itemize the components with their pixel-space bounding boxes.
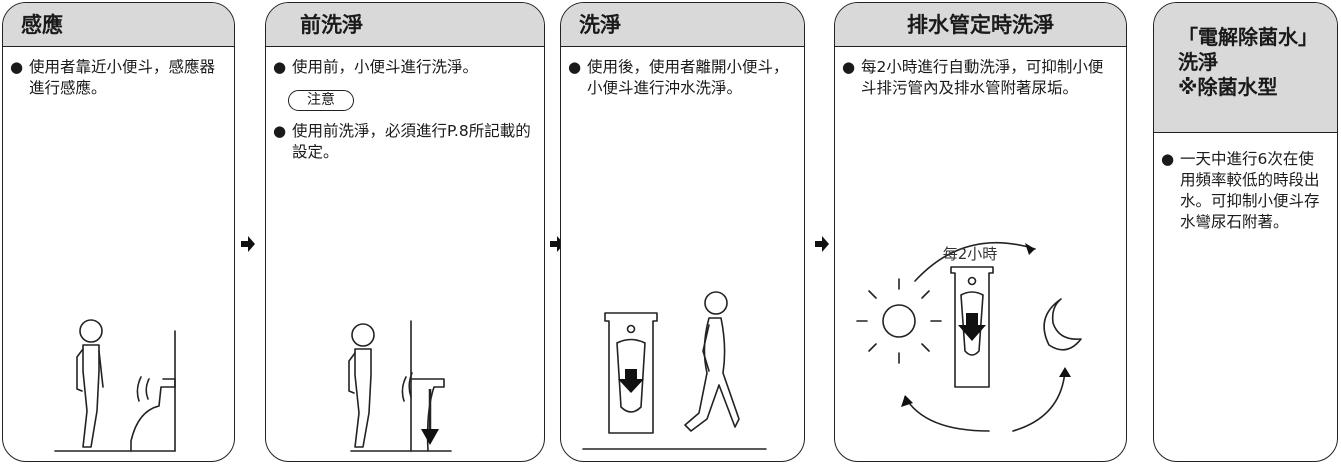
right-arrow-icon bbox=[815, 236, 829, 252]
step-title-line: 「電解除菌水」 bbox=[1178, 25, 1318, 49]
step-title: 洗淨 bbox=[561, 3, 804, 47]
right-arrow-icon bbox=[241, 236, 255, 252]
step-description: 每2小時進行自動洗淨，可抑制小便斗排污管內及排水管附著尿垢。 bbox=[842, 57, 1118, 99]
step-panel-pre-flush: 前洗淨 使用前，小便斗進行洗淨。 注意 使用前洗淨，必須進行P.8所記載的設定。 bbox=[265, 2, 545, 462]
step-panel-flush: 洗淨 使用後，使用者離開小便斗，小便斗進行沖水洗淨。 bbox=[560, 2, 805, 462]
step-body: 使用前，小便斗進行洗淨。 注意 使用前洗淨，必須進行P.8所記載的設定。 bbox=[266, 47, 544, 163]
step-body: 使用者靠近小便斗，感應器進行感應。 bbox=[3, 47, 234, 99]
step-description: 一天中進行6次在使用頻率較低的時段出水。可抑制小便斗存水彎尿石附著。 bbox=[1161, 149, 1329, 233]
step-title: 排水管定時洗淨 bbox=[835, 3, 1126, 47]
step-body: 每2小時進行自動洗淨，可抑制小便斗排污管內及排水管附著尿垢。 bbox=[835, 47, 1126, 99]
step-title: 「電解除菌水」 洗淨 ※除菌水型 bbox=[1154, 3, 1337, 133]
step-description: 使用前，小便斗進行洗淨。 bbox=[273, 57, 536, 78]
person-approaching-urinal-illustration bbox=[54, 319, 176, 452]
step-description: 使用前洗淨，必須進行P.8所記載的設定。 bbox=[273, 121, 536, 163]
note-badge: 注意 bbox=[288, 90, 354, 111]
step-panel-electrolyzed-water: 「電解除菌水」 洗淨 ※除菌水型 一天中進行6次在使用頻率較低的時段出水。可抑制… bbox=[1153, 2, 1338, 462]
step-title: 前洗淨 bbox=[266, 3, 544, 47]
day-night-cycle-illustration: 每2小時 bbox=[856, 241, 1082, 432]
step-title-line: 洗淨 bbox=[1178, 50, 1218, 74]
step-description: 使用後，使用者離開小便斗，小便斗進行沖水洗淨。 bbox=[568, 57, 796, 99]
cycle-label: 每2小時 bbox=[943, 245, 998, 263]
person-at-urinal-flushing-illustration bbox=[348, 320, 452, 452]
step-title: 感應 bbox=[3, 3, 234, 47]
step-panel-scheduled-drain-flush: 排水管定時洗淨 每2小時進行自動洗淨，可抑制小便斗排污管內及排水管附著尿垢。 每… bbox=[834, 2, 1127, 462]
step-panel-sensing: 感應 使用者靠近小便斗，感應器進行感應。 bbox=[2, 2, 235, 462]
step-title-line: ※除菌水型 bbox=[1178, 75, 1278, 99]
person-walking-away-illustration bbox=[582, 291, 767, 450]
step-body: 使用後，使用者離開小便斗，小便斗進行沖水洗淨。 bbox=[561, 47, 804, 99]
step-body: 一天中進行6次在使用頻率較低的時段出水。可抑制小便斗存水彎尿石附著。 bbox=[1154, 133, 1337, 233]
step-description: 使用者靠近小便斗，感應器進行感應。 bbox=[10, 57, 226, 99]
